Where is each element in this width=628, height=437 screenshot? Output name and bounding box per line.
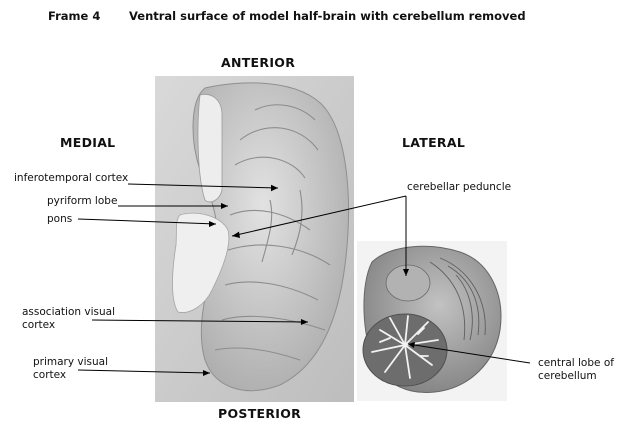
medial-surface [197,93,223,203]
brain-photo [155,76,354,402]
frame-number: Frame 4 [48,9,101,23]
folia-lines [429,257,486,341]
label-association-visual-cortex-line2: cortex [22,319,56,331]
orientation-medial: MEDIAL [60,135,116,150]
brainstem-cut [172,212,230,313]
peduncle-stump [385,264,431,302]
orientation-anterior: ANTERIOR [221,55,296,70]
label-central-lobe-line2: cerebellum [538,370,597,382]
cerebellum-photo [357,241,507,401]
label-association-visual-cortex: association visual cortex [22,306,115,332]
leader-lines [77,183,531,374]
label-association-visual-cortex-line1: association visual [22,306,115,318]
label-central-lobe-of-cerebellum: central lobe of cerebellum [538,357,614,383]
label-central-lobe-line1: central lobe of [538,357,614,369]
label-inferotemporal-cortex: inferotemporal cortex [14,172,129,184]
label-primary-visual-cortex: primary visual cortex [33,356,108,382]
label-pyriform-lobe: pyriform lobe [47,195,118,207]
arrowheads [203,184,415,376]
gyri-lines [214,104,331,361]
label-pons: pons [47,213,73,225]
figure-caption: Ventral surface of model half-brain with… [129,9,526,23]
label-primary-visual-cortex-line1: primary visual [33,356,109,368]
orientation-lateral: LATERAL [402,135,466,150]
label-primary-visual-cortex-line2: cortex [33,369,67,381]
label-cerebellar-peduncle: cerebellar peduncle [407,181,512,193]
orientation-posterior: POSTERIOR [218,406,302,421]
